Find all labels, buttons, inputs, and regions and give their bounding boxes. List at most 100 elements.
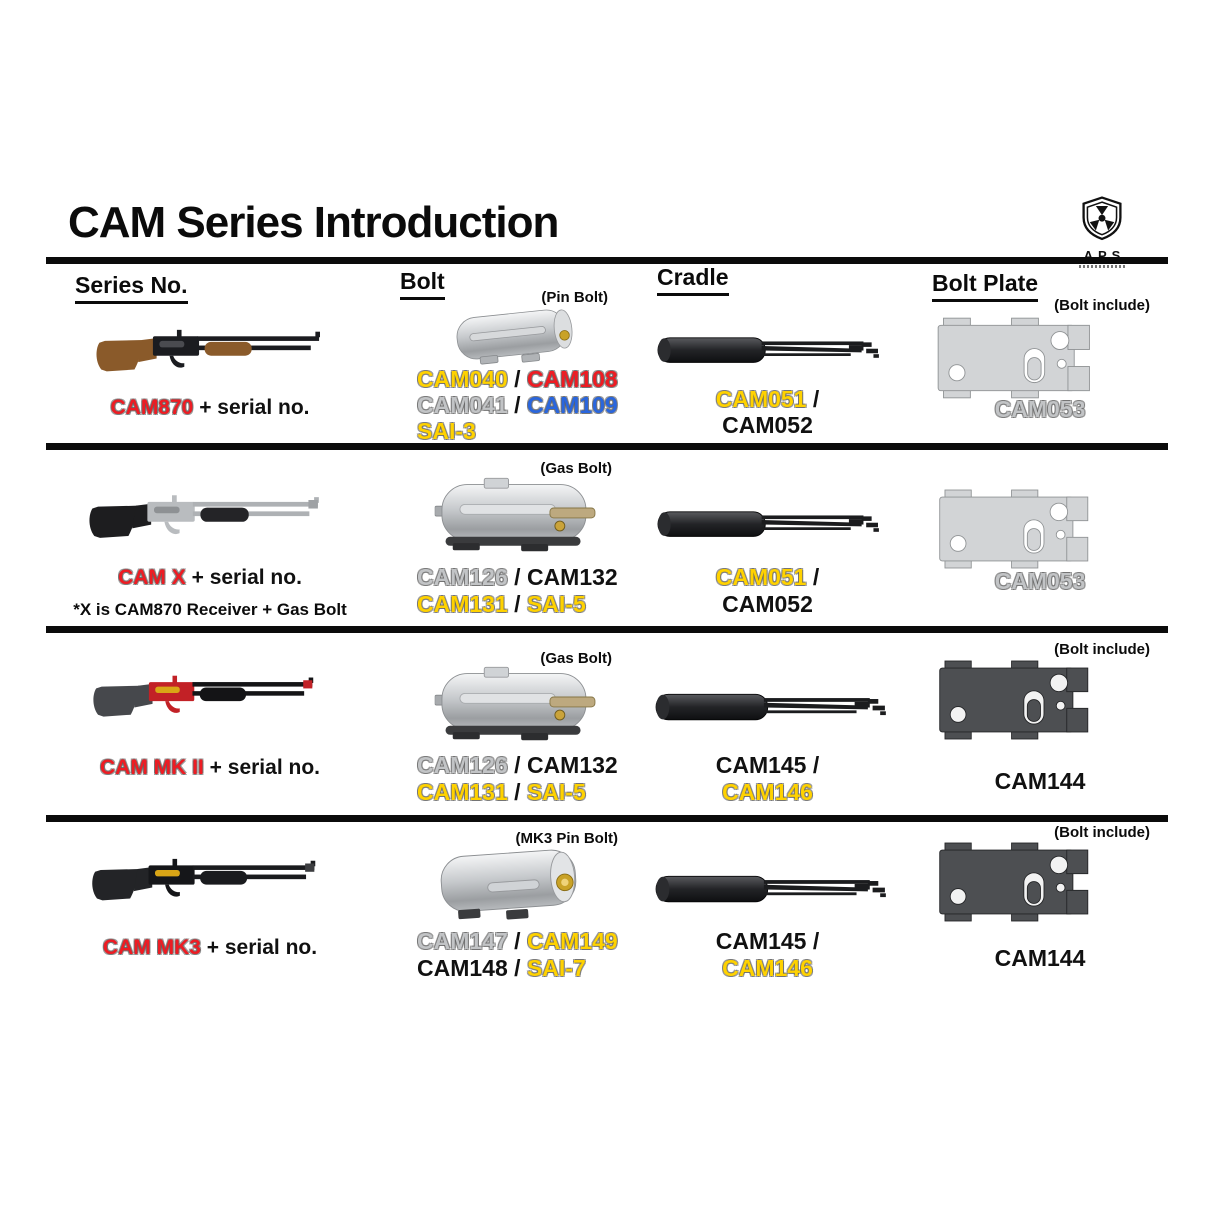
shotgun-cam-mk3-image: [80, 846, 335, 916]
cradle-image: [652, 500, 884, 550]
label-part: CAM109: [526, 392, 618, 418]
plate-part-numbers: CAM144: [915, 945, 1165, 971]
label-part: SAI-3: [417, 418, 476, 444]
label-part: /: [507, 591, 527, 617]
label-part: CAM051: [715, 386, 807, 412]
label-part: CAM131: [417, 779, 508, 805]
series-caption: CAM870 + serial no.: [60, 396, 360, 420]
bolt-part-numbers: CAM041 / CAM109: [417, 392, 627, 418]
bolt-part-numbers: CAM040 / CAM108: [417, 366, 627, 392]
label-part: /: [806, 928, 820, 954]
page-title: CAM Series Introduction: [68, 198, 559, 247]
label-part: /: [507, 752, 527, 778]
aps-shield-icon: [1074, 196, 1130, 242]
label-part: CAM146: [722, 955, 813, 981]
label-part: /: [507, 928, 527, 954]
shotgun-cam-mk2-image: [82, 663, 332, 732]
header-divider: [46, 257, 1168, 264]
label-part: CAM MK3: [102, 936, 201, 959]
bolt-include-tag: (Bolt include): [1054, 824, 1150, 841]
label-part: CAM126: [417, 752, 508, 778]
label-part: SAI-5: [526, 779, 586, 805]
bolt-plate-silver-image: [928, 311, 1096, 405]
bolt-type-tag: (MK3 Pin Bolt): [515, 830, 619, 847]
label-part: CAM144: [994, 945, 1086, 971]
label-part: CAM149: [526, 928, 618, 954]
label-part: CAM131: [417, 591, 508, 617]
label-part: CAM148: [417, 955, 508, 981]
bolt-plate-dark-image: [928, 654, 1096, 746]
label-part: SAI-5: [526, 591, 586, 617]
pin-bolt-image: [434, 299, 594, 375]
label-part: CAM132: [526, 752, 618, 778]
bolt-part-numbers: CAM126 / CAM132: [417, 752, 627, 778]
label-part: CAM X: [118, 566, 186, 589]
shotgun-cam870-image: [92, 316, 332, 388]
label-part: /: [806, 564, 820, 590]
label-part: /: [507, 366, 527, 392]
label-part: CAM051: [715, 564, 807, 590]
label-part: /: [507, 779, 527, 805]
cradle-part-numbers: CAM145 /: [655, 752, 880, 778]
gas-bolt-image: [426, 661, 610, 751]
bolt-part-numbers: CAM131 / SAI-5: [417, 779, 627, 805]
bolt-part-numbers: SAI-3: [417, 418, 627, 444]
label-part: CAM053: [994, 568, 1086, 594]
cradle-part-numbers: CAM052: [655, 591, 880, 617]
label-part: SAI-7: [526, 955, 586, 981]
series-note: *X is CAM870 Receiver + Gas Bolt: [73, 600, 347, 619]
cradle-part-numbers: CAM145 /: [655, 928, 880, 954]
bolt-plate-silver-image: [928, 483, 1096, 575]
label-part: + serial no.: [203, 756, 320, 779]
label-part: CAM053: [994, 396, 1086, 422]
plate-part-numbers: CAM053: [915, 396, 1165, 422]
row-divider: [46, 626, 1168, 633]
label-part: + serial no.: [193, 396, 310, 419]
bolt-type-tag: (Gas Bolt): [540, 650, 612, 667]
series-caption: CAM X + serial no.: [60, 566, 360, 590]
label-part: CAM MK II: [100, 756, 204, 779]
label-part: CAM145: [715, 752, 807, 778]
label-part: + serial no.: [200, 936, 318, 959]
label-part: CAM052: [722, 412, 813, 438]
bolt-include-tag: (Bolt include): [1054, 297, 1150, 314]
label-part: /: [507, 955, 527, 981]
label-part: /: [507, 392, 527, 418]
cradle-part-numbers: CAM051 /: [655, 564, 880, 590]
row-divider: [46, 443, 1168, 450]
cradle-part-numbers: CAM051 /: [655, 386, 880, 412]
label-part: CAM147: [417, 928, 508, 954]
bolt-include-tag: (Bolt include): [1054, 641, 1150, 658]
column-header-series: Series No.: [75, 272, 188, 304]
cradle-image: [652, 864, 889, 916]
label-part: CAM041: [417, 392, 508, 418]
cradle-image: [652, 682, 889, 734]
bolt-part-numbers: CAM126 / CAM132: [417, 564, 627, 590]
column-header-bolt-plate: Bolt Plate: [932, 270, 1039, 302]
label-part: CAM132: [526, 564, 618, 590]
bolt-type-tag: (Pin Bolt): [541, 289, 608, 306]
column-header-cradle: Cradle: [657, 264, 729, 296]
bolt-plate-dark-image: [928, 836, 1096, 928]
label-part: CAM145: [715, 928, 807, 954]
series-caption: CAM MK II + serial no.: [60, 756, 360, 780]
label-part: CAM870: [110, 396, 194, 419]
label-part: CAM126: [417, 564, 508, 590]
label-part: CAM052: [722, 591, 813, 617]
label-part: CAM108: [526, 366, 618, 392]
plate-part-numbers: CAM144: [915, 768, 1165, 794]
shotgun-cam-x-image: [78, 482, 338, 554]
bolt-type-tag: (Gas Bolt): [540, 460, 612, 477]
label-part: CAM040: [417, 366, 508, 392]
gas-bolt-image: [426, 472, 610, 562]
label-part: /: [806, 752, 820, 778]
column-header-bolt: Bolt: [400, 268, 445, 300]
label-part: /: [806, 386, 820, 412]
bolt-part-numbers: CAM148 / SAI-7: [417, 955, 627, 981]
label-part: /: [507, 564, 527, 590]
cradle-part-numbers: CAM146: [655, 779, 880, 805]
row-divider: [46, 815, 1168, 822]
label-part: CAM146: [722, 779, 813, 805]
mk3-pin-bolt-image: [424, 840, 602, 932]
